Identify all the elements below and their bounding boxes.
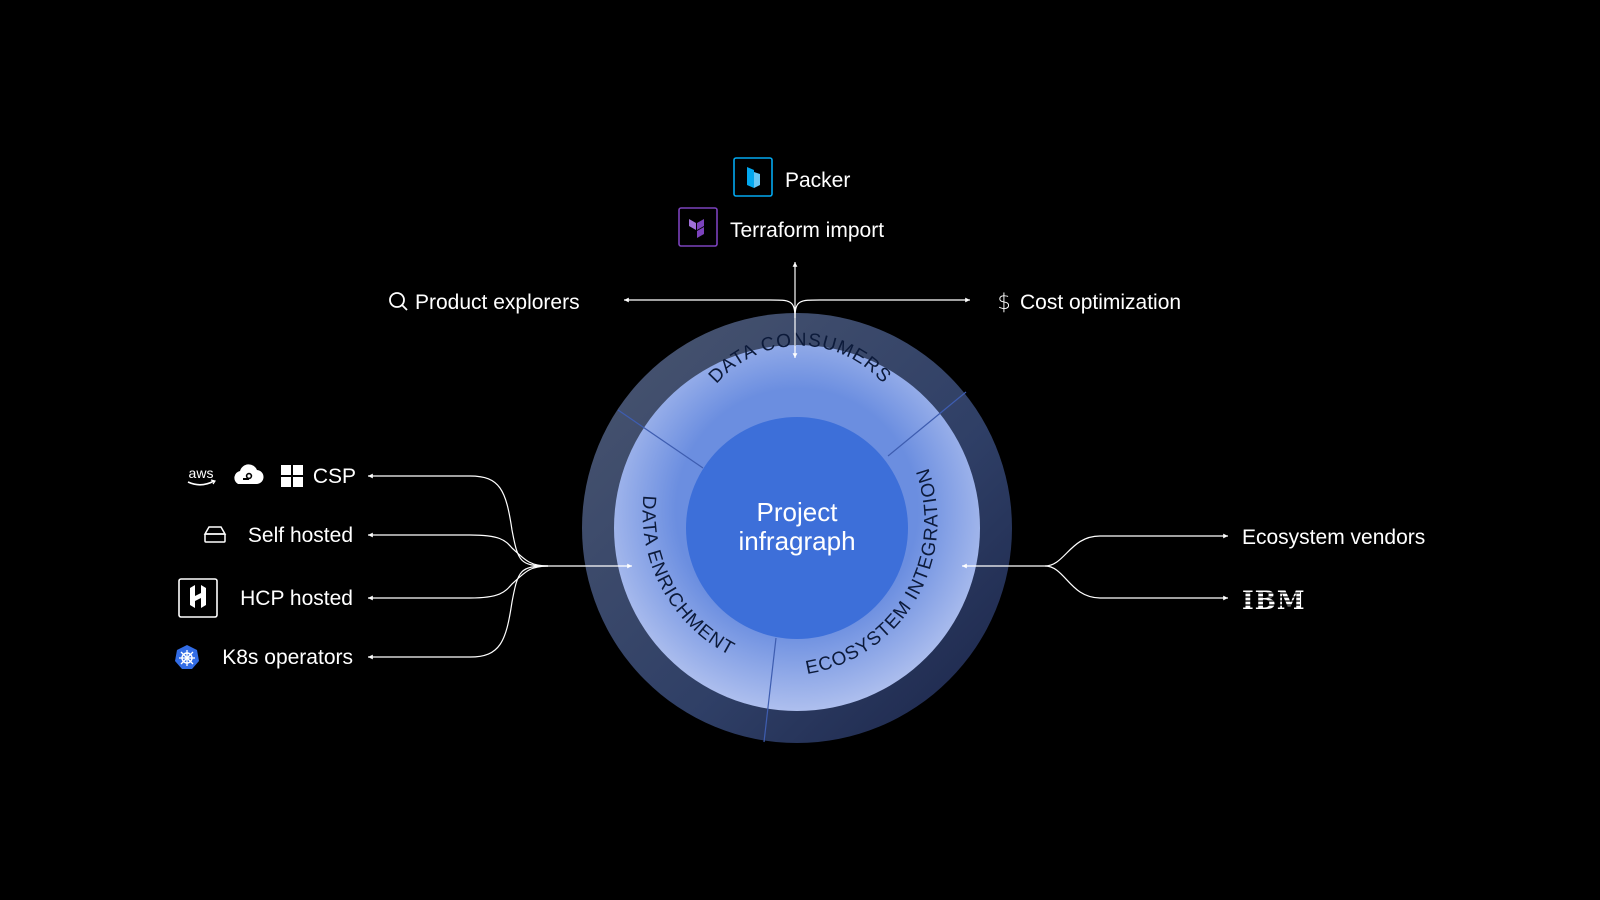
cost-optimization-label: Cost optimization: [1020, 291, 1182, 314]
search-icon: [389, 292, 408, 311]
top-connectors: [624, 262, 970, 358]
divider-top-right: [887, 391, 967, 457]
center-title-line2: infragraph: [738, 526, 855, 556]
product-explorers-label: Product explorers: [415, 291, 580, 314]
k8s-operators-label: K8s operators: [222, 646, 353, 669]
windows-icon: [281, 465, 303, 487]
svg-text:aws: aws: [189, 465, 214, 481]
aws-icon: aws: [187, 465, 216, 486]
right-connectors: [962, 533, 1228, 601]
csp-label: CSP: [312, 465, 356, 488]
ibm-logo: IBM: [1240, 586, 1305, 615]
packer-icon: [733, 157, 773, 197]
kubernetes-icon: [175, 645, 199, 669]
cloud-icon: [234, 464, 264, 485]
ecosystem-vendors-label: Ecosystem vendors: [1242, 526, 1426, 549]
self-hosted-label: Self hosted: [247, 524, 353, 547]
dollar-icon: $: [997, 290, 1010, 314]
terraform-icon: [678, 207, 718, 247]
server-icon: [203, 526, 227, 543]
left-connectors: [368, 473, 632, 660]
center-title-line1: Project: [757, 497, 839, 527]
terraform-import-label: Terraform import: [730, 219, 885, 242]
divider-top-left: [617, 409, 704, 469]
divider-bottom: [763, 637, 777, 743]
packer-label: Packer: [785, 169, 851, 192]
inner-circle: [686, 417, 908, 639]
hashicorp-icon: [178, 578, 218, 618]
hcp-hosted-label: HCP hosted: [240, 587, 353, 610]
